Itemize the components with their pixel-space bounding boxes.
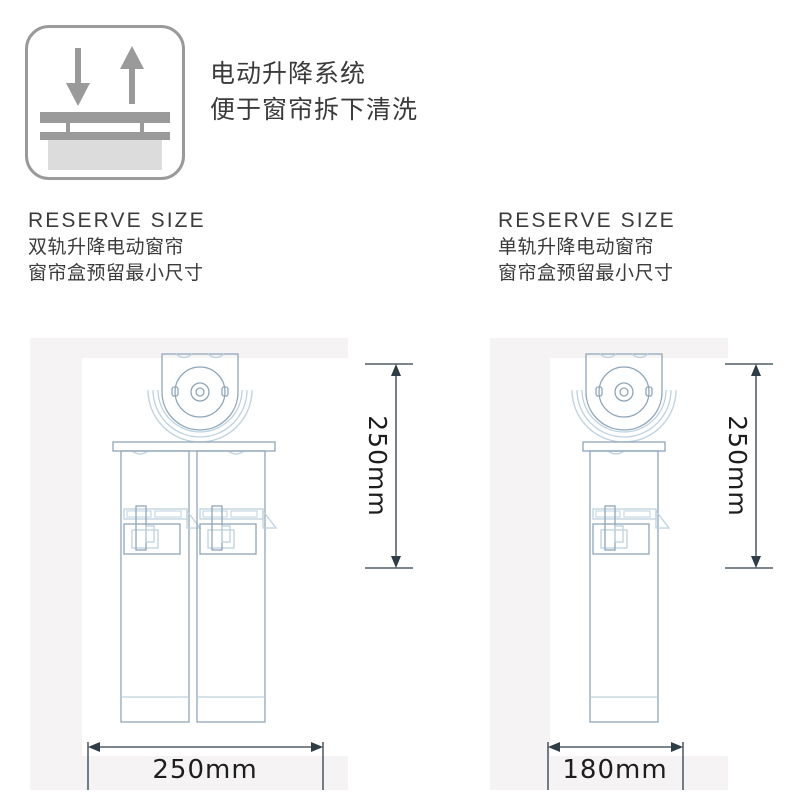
- heading-cn2-left: 窗帘盒预留最小尺寸: [28, 262, 204, 284]
- curtain-rail-column-1: [120, 450, 202, 723]
- height-dimension-right: 250mm: [723, 363, 773, 569]
- section-heading-double-rail: RESERVE SIZE 双轨升降电动窗帘 窗帘盒预留最小尺寸: [28, 208, 206, 286]
- width-dimension-label-right: 180mm: [562, 755, 667, 785]
- lift-system-icon: [25, 25, 185, 180]
- feature-highlight-block: 电动升降系统 便于窗帘拆下清洗: [0, 0, 798, 200]
- heading-cn2-right: 窗帘盒预留最小尺寸: [498, 262, 674, 284]
- width-dimension-label-left: 250mm: [152, 755, 257, 785]
- up-arrow-glyph: [120, 46, 144, 104]
- width-dimension-right: 180mm: [547, 742, 684, 790]
- drawing-double-rail: 250mm 250mm: [20, 330, 430, 795]
- heading-cn1-right: 单轨升降电动窗帘: [498, 236, 655, 258]
- top-rail-bar: [112, 441, 276, 455]
- feature-text-block: 电动升降系统 便于窗帘拆下清洗: [210, 56, 540, 128]
- height-dimension-label-right: 250mm: [723, 415, 752, 516]
- curtain-rail-column-1: [589, 450, 671, 723]
- width-dimension-left: 250mm: [87, 742, 324, 790]
- feature-line-2: 便于窗帘拆下清洗: [210, 95, 419, 124]
- curtain-box-background: [490, 338, 728, 790]
- feature-line-1: 电动升降系统: [210, 59, 367, 88]
- heading-en-left: RESERVE SIZE: [28, 209, 206, 232]
- drawing-single-rail: 250mm 180mm: [480, 330, 790, 795]
- height-dimension-label-left: 250mm: [363, 415, 392, 516]
- motor-head-assembly: [147, 353, 253, 443]
- height-dimension-left: 250mm: [363, 363, 413, 569]
- heading-en-right: RESERVE SIZE: [498, 209, 676, 232]
- down-arrow-glyph: [66, 48, 90, 106]
- curtain-rail-column-2: [196, 450, 278, 723]
- heading-cn1-left: 双轨升降电动窗帘: [28, 236, 185, 258]
- section-heading-single-rail: RESERVE SIZE 单轨升降电动窗帘 窗帘盒预留最小尺寸: [498, 208, 676, 286]
